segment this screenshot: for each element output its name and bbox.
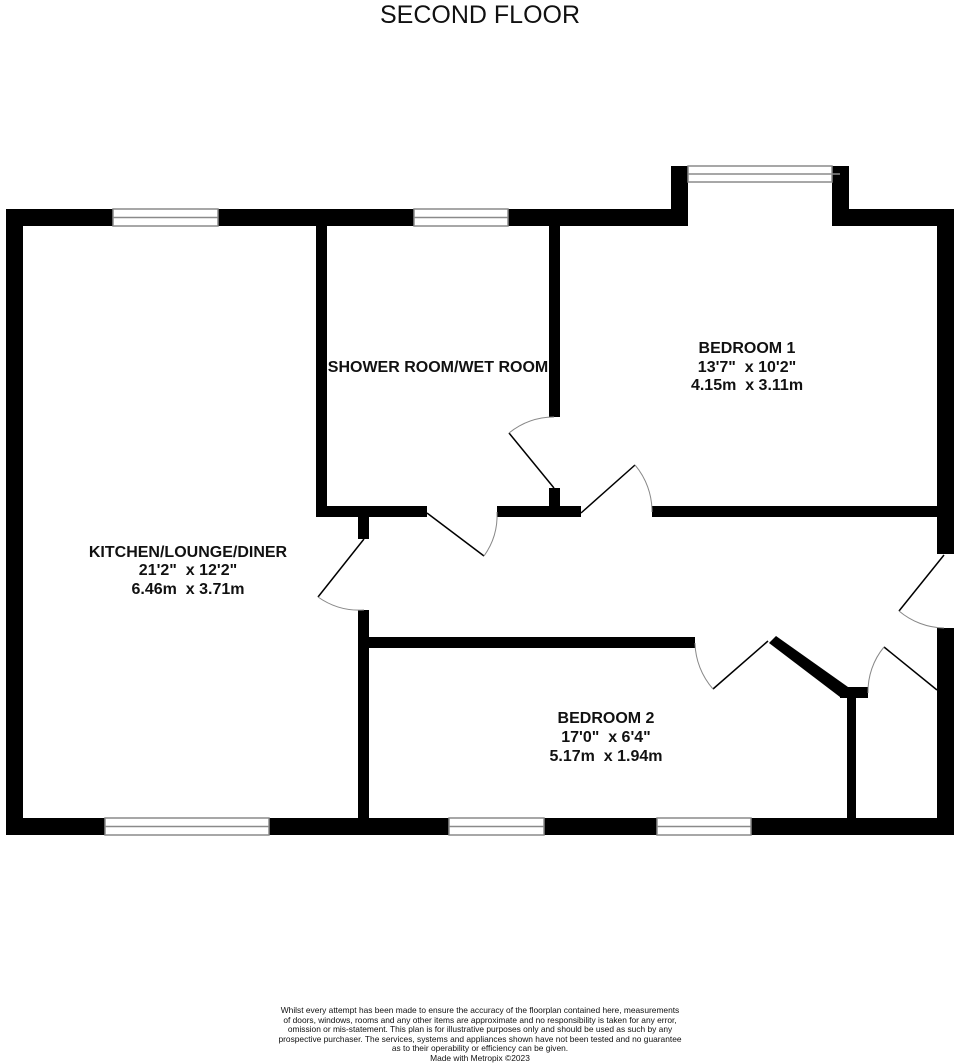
wall-bay-left [671,166,688,226]
disclaimer: Whilst every attempt has been made to en… [260,1005,700,1064]
room-name: SHOWER ROOM/WET ROOM [328,359,548,376]
disclaimer-line: Whilst every attempt has been made to en… [280,1005,680,1015]
wall-kitchen-right [358,610,369,835]
windows [104,165,840,836]
wall-top-left [6,209,113,226]
floor-title: SECOND FLOOR [379,1,581,29]
wall-bay-right [832,166,849,226]
disclaimer-line: of doors, windows, rooms and any other i… [283,1014,677,1025]
wall-kitchen-right-stub [358,515,369,539]
room-imperial: 21'2" x 12'2" [139,562,237,579]
doors [317,416,945,694]
door-bedroom1-from-hall [580,464,653,514]
wall-shower-bottom-right [497,506,581,517]
room-imperial: 13'7" x 10'2" [698,359,796,376]
door-cupboard [867,646,938,694]
window-kitchen-bottom [104,817,270,836]
wall-bottom-3 [544,818,657,835]
room-name: KITCHEN/LOUNGE/DINER [89,544,288,561]
door-bedroom1-side [508,416,555,489]
room-shower: SHOWER ROOM/WET ROOM [328,359,548,376]
wall-bottom-1 [6,818,105,835]
room-bedroom-1: BEDROOM 1 13'7" x 10'2" 4.15m x 3.11m [691,340,803,394]
wall-shower-bottom-left [316,506,427,517]
door-entrance [898,554,945,629]
disclaimer-line: prospective purchaser. The services, sys… [278,1033,682,1044]
wall-left [6,209,23,835]
wall-right-lower [937,628,954,835]
window-kitchen-top [112,208,219,227]
room-metric: 4.15m x 3.11m [691,377,803,394]
walls [6,166,954,835]
room-metric: 6.46m x 3.71m [132,581,245,598]
room-kitchen-lounge-diner: KITCHEN/LOUNGE/DINER 21'2" x 12'2" 6.46m… [89,544,288,598]
credit-line: Made with Metropix ©2023 [430,1052,530,1063]
window-bed2-bottom-2 [656,817,752,836]
wall-top-mid [218,209,414,226]
window-bed1-bay [687,165,840,183]
wall-top-far-right [832,209,954,226]
wall-bed1-bottom [652,506,952,517]
wall-shower-right-upper [549,224,560,417]
room-imperial: 17'0" x 6'4" [561,729,651,746]
window-bed2-bottom-1 [448,817,545,836]
room-name: BEDROOM 2 [558,710,655,727]
room-metric: 5.17m x 1.94m [550,748,663,765]
wall-right-upper [937,209,954,554]
door-shower [426,511,498,557]
disclaimer-line: as to their operability or efficiency ca… [391,1043,569,1054]
wall-bed2-top [358,637,695,648]
room-name: BEDROOM 1 [699,340,796,357]
wall-angled [769,636,848,697]
door-kitchen [317,538,365,611]
window-shower-top [413,208,509,227]
wall-shower-right-stub [549,488,560,516]
wall-cupboard-left [847,687,856,835]
door-bedroom2 [694,640,769,690]
disclaimer-line: omission or mis-statement. This plan is … [287,1024,673,1035]
wall-shower-left [316,224,327,517]
wall-top-right [508,209,688,226]
room-bedroom-2: BEDROOM 2 17'0" x 6'4" 5.17m x 1.94m [550,710,663,765]
